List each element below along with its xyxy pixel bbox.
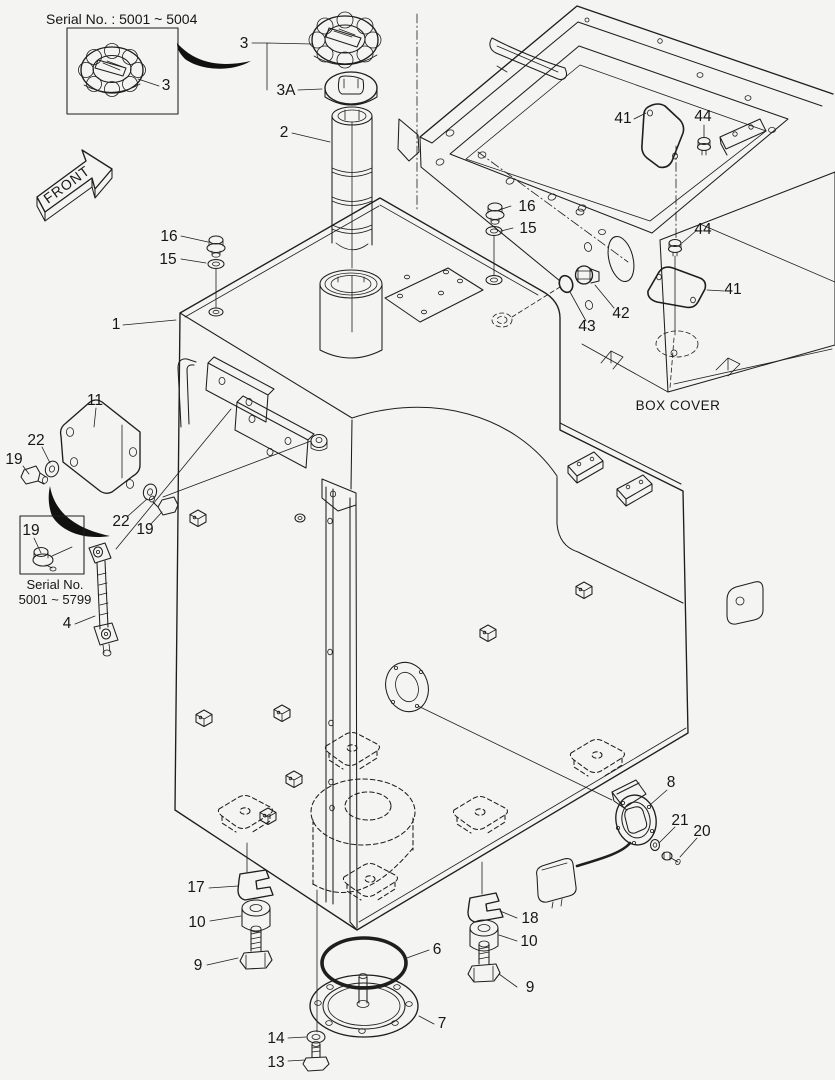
filler-neck xyxy=(319,269,383,359)
cover-plate-41-top xyxy=(641,103,685,169)
bolt-13 xyxy=(302,1041,330,1072)
part-label-16-left: 16 xyxy=(160,228,177,245)
part-label-3-inset: 3 xyxy=(162,77,171,94)
front-direction-arrow: FRONT xyxy=(36,149,113,222)
clip-18 xyxy=(467,861,504,923)
part-label-8: 8 xyxy=(667,774,676,791)
box-cover-caption: BOX COVER xyxy=(636,398,721,413)
part-label-4: 4 xyxy=(63,615,72,632)
part-label-14: 14 xyxy=(267,1030,285,1047)
o-ring-43 xyxy=(558,274,574,294)
serial-note-bottom-line2: 5001 ~ 5799 xyxy=(19,592,92,607)
screw-20 xyxy=(661,851,681,866)
bolt-44-top xyxy=(696,136,712,156)
part-label-11: 11 xyxy=(87,392,103,409)
part-label-15-right: 15 xyxy=(519,220,536,237)
part-label-10-right: 10 xyxy=(520,933,538,950)
part-label-19-inset: 19 xyxy=(22,522,39,539)
part-label-10-left: 10 xyxy=(188,914,206,931)
front-arrow-text: FRONT xyxy=(40,162,92,206)
bracket-11-assembly xyxy=(20,399,312,516)
part-label-44-top: 44 xyxy=(694,108,712,125)
o-ring-6 xyxy=(320,936,408,990)
cover-plate-41-mid xyxy=(647,266,707,309)
filler-cap-collar-part3a xyxy=(324,71,378,106)
clip-17 xyxy=(237,842,274,901)
corner-channel xyxy=(321,478,358,931)
serial-inset-bottom xyxy=(19,515,85,575)
part-label-3a: 3A xyxy=(277,82,297,99)
part-label-43: 43 xyxy=(578,318,595,335)
fuel-tank-body xyxy=(174,197,764,931)
flange-7 xyxy=(309,973,419,1038)
washer-21 xyxy=(649,838,661,852)
link-rod-part4 xyxy=(88,408,232,657)
bolt-9-left xyxy=(239,925,273,970)
part-label-44-mid: 44 xyxy=(694,221,712,238)
bolt-9-right xyxy=(467,940,501,983)
part-label-9-left: 9 xyxy=(194,957,203,974)
part-label-19-lower: 19 xyxy=(136,521,153,538)
part-label-18: 18 xyxy=(521,910,538,927)
swoosh-arrow-top xyxy=(177,43,251,69)
drain-boss-hidden xyxy=(310,778,416,893)
bolt-44-mid xyxy=(667,238,683,389)
swoosh-arrow-bottom xyxy=(48,486,110,538)
serial-inset-top xyxy=(66,27,179,115)
part-label-22-lower: 22 xyxy=(112,513,129,530)
tank-silhouette xyxy=(174,197,689,931)
part-label-16-right: 16 xyxy=(518,198,535,215)
part-label-13: 13 xyxy=(267,1054,284,1071)
bolt16-washer15-left xyxy=(206,235,226,309)
part-label-20: 20 xyxy=(693,823,711,840)
part-label-17: 17 xyxy=(187,879,204,896)
part-label-42: 42 xyxy=(612,305,629,322)
part-label-41-mid: 41 xyxy=(724,281,741,298)
spacer-10-left xyxy=(241,899,271,932)
box-cover-assembly xyxy=(397,5,835,393)
serial-note-top: Serial No. : 5001 ~ 5004 xyxy=(46,11,198,27)
part-label-6: 6 xyxy=(433,941,442,958)
part-label-1: 1 xyxy=(112,316,121,333)
suction-tube-part2 xyxy=(331,106,373,269)
part-label-9-right: 9 xyxy=(526,979,535,996)
serial-note-bottom-line1: Serial No. xyxy=(26,577,83,592)
spacer-10-right xyxy=(469,919,499,952)
hidden-hole-under-cover xyxy=(655,330,699,358)
part-label-22-upper: 22 xyxy=(27,432,44,449)
part-label-3: 3 xyxy=(240,35,249,52)
part-label-15-left: 15 xyxy=(159,251,176,268)
fuel-sender-part8 xyxy=(417,705,657,909)
part-label-7: 7 xyxy=(438,1015,447,1032)
part-label-41-top: 41 xyxy=(614,110,631,127)
filler-cap-part3 xyxy=(308,11,382,69)
part-label-2: 2 xyxy=(280,124,289,141)
part-label-19-upper: 19 xyxy=(5,451,22,468)
leader-lines xyxy=(22,42,725,1062)
washer-14 xyxy=(306,1030,326,1044)
part-label-21: 21 xyxy=(671,812,688,829)
plug-42 xyxy=(574,265,600,285)
